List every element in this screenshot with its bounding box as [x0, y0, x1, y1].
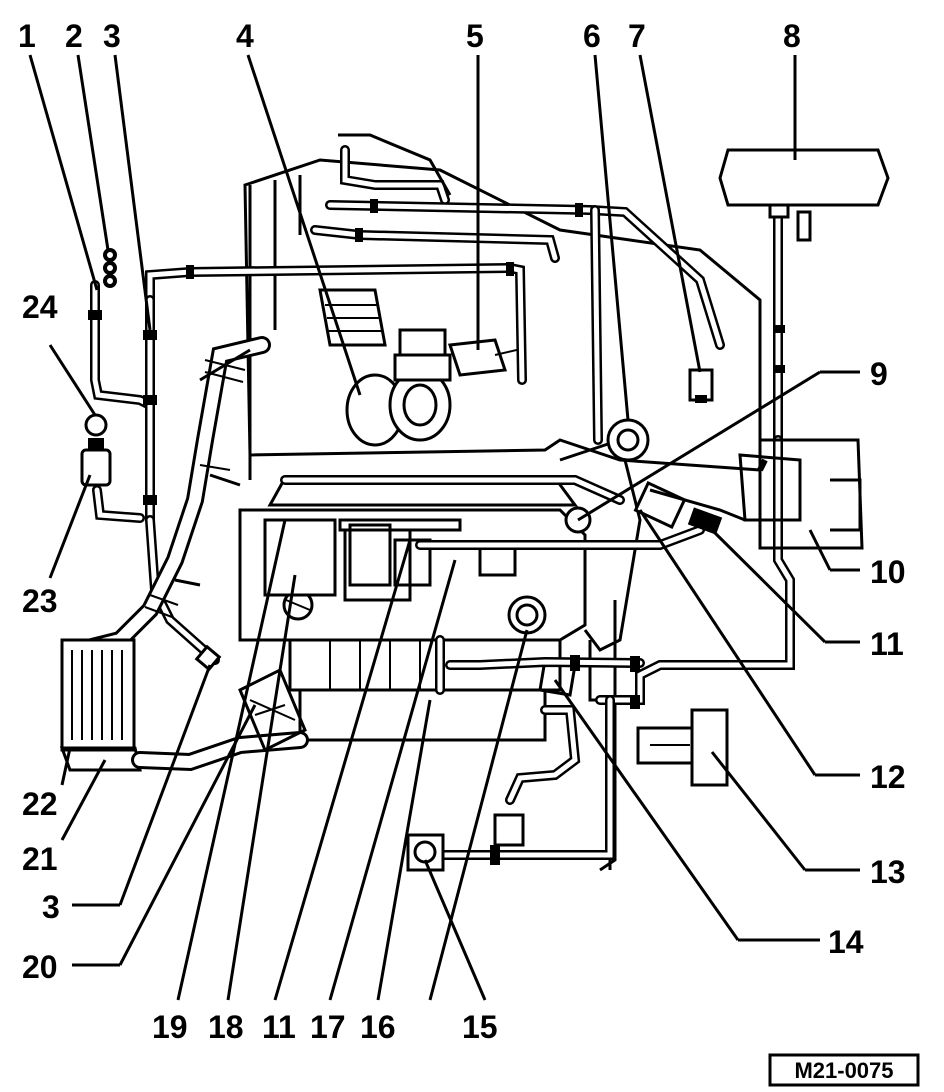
callouts-right: 9 10 11 12 13 14 [828, 356, 906, 960]
component-13 [636, 708, 729, 787]
valves-right [564, 368, 746, 535]
charge-air-hose [71, 336, 271, 659]
callout-19: 19 [152, 1009, 188, 1045]
reference-code-box: M21-0075 [768, 1053, 920, 1087]
callout-22: 22 [22, 786, 58, 822]
callout-14: 14 [828, 924, 864, 960]
upper-pipe-elbow [248, 133, 452, 480]
callout-6: 6 [583, 18, 601, 54]
callouts-left: 24 23 22 21 3 20 [22, 289, 60, 985]
callout-12: 12 [870, 759, 906, 795]
callout-10: 10 [870, 554, 906, 590]
callout-23: 23 [22, 583, 58, 619]
callout-9: 9 [870, 356, 888, 392]
vacuum-reservoir [718, 148, 890, 242]
lower-vacuum-circuit [406, 595, 645, 872]
callouts-bottom: 19 18 11 17 16 15 [152, 1009, 498, 1045]
callout-7: 7 [628, 18, 646, 54]
callout-24: 24 [22, 289, 58, 325]
callout-11-right: 11 [870, 626, 904, 662]
reference-code: M21-0075 [794, 1058, 893, 1083]
callout-11-bottom: 11 [262, 1009, 296, 1045]
callout-18: 18 [208, 1009, 244, 1045]
callout-3-top: 3 [103, 18, 121, 54]
callout-3-left: 3 [42, 889, 60, 925]
callout-2: 2 [65, 18, 83, 54]
callouts-top: 1 2 3 4 5 6 7 8 [18, 18, 801, 54]
callout-5: 5 [466, 18, 484, 54]
leader-lines [28, 54, 860, 1001]
callout-15: 15 [462, 1009, 498, 1045]
callout-13: 13 [870, 854, 906, 890]
callout-20: 20 [22, 949, 58, 985]
air-mass-meter [738, 438, 864, 550]
callout-8: 8 [783, 18, 801, 54]
callout-1: 1 [18, 18, 36, 54]
turbocharger [318, 288, 526, 447]
callout-21: 21 [22, 841, 58, 877]
callout-4: 4 [236, 18, 254, 54]
callout-17: 17 [310, 1009, 346, 1045]
callout-16: 16 [360, 1009, 396, 1045]
